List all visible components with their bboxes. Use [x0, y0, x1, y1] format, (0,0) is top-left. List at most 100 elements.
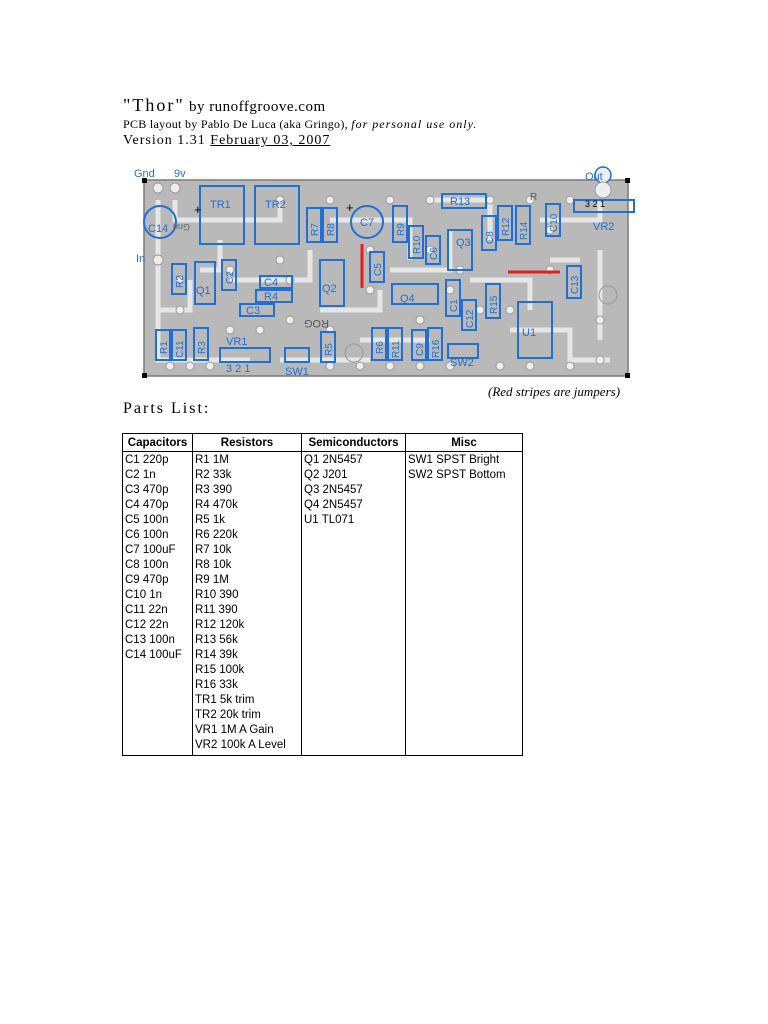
c4-label: C4 [264, 277, 278, 289]
r4-outline [255, 289, 293, 303]
q3-label: Q3 [456, 237, 471, 249]
part-label-r1: R1 [159, 341, 170, 354]
list-item: R16 33k [195, 679, 238, 691]
c3-label: C3 [246, 305, 260, 317]
list-item: R5 1k [195, 514, 226, 526]
r13-outline [441, 193, 487, 209]
vertical-part-labels: R2 C2 R7 R8 R9 R10 C6 C5 C8 R12 R14 C10 … [159, 213, 581, 358]
r13-label: R13 [450, 196, 470, 208]
vertical-part-outlines [155, 203, 582, 363]
out-label: Out [585, 171, 603, 183]
parts-list-table: Capacitors Resistors Semiconductors Misc… [122, 433, 523, 756]
part-label-c8: C8 [485, 231, 496, 244]
vr2-pin-numbers: 3 2 1 [585, 199, 605, 209]
part-label-c13: C13 [570, 275, 581, 294]
u1-label: U1 [522, 327, 536, 339]
tr2-label: TR2 [265, 199, 286, 211]
version-date: February 03, 2007 [210, 133, 331, 148]
layout-credit-text: PCB layout by Pablo De Luca (aka Gringo)… [123, 117, 348, 131]
mount-hole [344, 343, 364, 363]
q2-outline [319, 259, 345, 307]
list-item: C2 1n [125, 469, 156, 481]
c14-label: C14 [148, 223, 168, 235]
part-label-c1: C1 [449, 299, 460, 312]
table-header-row: Capacitors Resistors Semiconductors Misc [122, 433, 523, 452]
project-name: "Thor" [123, 95, 185, 115]
corner-mark [142, 373, 147, 378]
layout-credit: PCB layout by Pablo De Luca (aka Gringo)… [123, 117, 477, 132]
list-item: C8 100n [125, 559, 169, 571]
title-line: "Thor" by runoffgroove.com [123, 95, 477, 117]
part-label-r2: R2 [175, 275, 186, 288]
list-item: R11 390 [195, 604, 238, 616]
ghost-r-label: R [530, 192, 537, 203]
q2-label: Q2 [322, 283, 337, 295]
list-item: R13 56k [195, 634, 238, 646]
c3-outline [239, 303, 275, 317]
list-item: C9 470p [125, 574, 169, 586]
parts-list-title: Parts List: [123, 400, 211, 417]
part-label-r10: R10 [412, 235, 423, 254]
part-label-r5: R5 [324, 343, 335, 356]
q1-label: Q1 [196, 285, 211, 297]
list-item: R7 10k [195, 544, 232, 556]
tr1-label: TR1 [210, 199, 231, 211]
part-label-c11: C11 [175, 340, 186, 358]
gnd-label: Gnd [134, 168, 155, 180]
list-item: C4 470p [125, 499, 169, 511]
c14-polarity: + [194, 202, 202, 217]
vr1-pin-numbers: 3 2 1 [226, 363, 250, 375]
list-item: U1 TL071 [304, 514, 355, 526]
list-item: R2 33k [195, 469, 232, 481]
header-resistors: Resistors [192, 433, 302, 452]
sw1-outline [284, 347, 310, 363]
list-item: R8 10k [195, 559, 232, 571]
list-item: Q3 2N5457 [304, 484, 363, 496]
pcb-layout: R2 C2 R7 R8 R9 R10 C6 C5 C8 R12 R14 C10 … [134, 166, 635, 378]
list-item: VR2 100k A Level [195, 739, 286, 751]
c7-outline [350, 205, 384, 239]
tr1-outline [199, 185, 245, 245]
pcb-components [143, 185, 635, 363]
list-item: Q1 2N5457 [304, 454, 363, 466]
part-label-c2: C2 [225, 271, 236, 284]
document-header: "Thor" by runoffgroove.com PCB layout by… [123, 95, 477, 150]
version-number: Version 1.31 [123, 133, 206, 148]
list-item: C14 100uF [125, 649, 182, 661]
list-item: R15 100k [195, 664, 245, 676]
corner-mark [142, 178, 147, 183]
c7-label: C7 [360, 217, 374, 229]
list-item: C12 22n [125, 619, 169, 631]
out-pad-2 [594, 181, 612, 199]
list-item: R9 1M [195, 574, 229, 586]
q1-outline [194, 261, 216, 305]
list-item: C3 470p [125, 484, 169, 496]
part-label-c6: C6 [429, 247, 440, 260]
list-item: C7 100uF [125, 544, 176, 556]
u1-outline [517, 301, 553, 359]
mirrored-gnd-mark: Gno [173, 222, 190, 232]
part-label-r15: R15 [489, 295, 500, 314]
nine-v-label: 9v [174, 168, 186, 180]
part-label-c5: C5 [373, 263, 384, 276]
list-item: R3 390 [195, 484, 233, 496]
vr2-outline [573, 199, 635, 213]
part-label-r11: R11 [391, 340, 402, 358]
list-item: SW2 SPST Bottom [408, 469, 506, 481]
r4-label: R4 [264, 291, 278, 303]
list-item: C11 22n [125, 604, 168, 616]
part-label-r6: R6 [375, 341, 386, 354]
sw2-outline [447, 343, 479, 359]
in-label: In [136, 253, 145, 265]
vr2-label: VR2 [593, 221, 614, 233]
pcb-outline [143, 179, 629, 377]
list-item: C6 100n [125, 529, 169, 541]
part-label-c12: C12 [465, 309, 476, 328]
pcb-pads [152, 182, 605, 371]
vr1-label: VR1 [226, 336, 247, 348]
